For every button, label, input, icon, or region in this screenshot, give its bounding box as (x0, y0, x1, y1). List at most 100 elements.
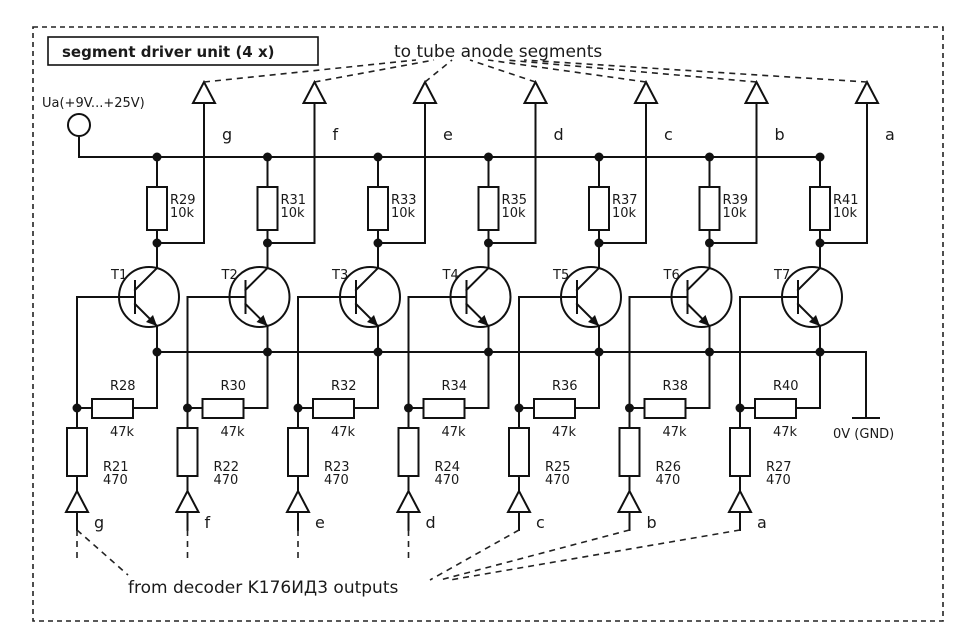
collector-resistor-name: R31 (281, 193, 307, 208)
base-resistor-value: 47k (442, 425, 467, 440)
emitter-arrow (477, 315, 489, 326)
base-resistor (422, 398, 466, 419)
collector-resistor-name: R41 (833, 193, 859, 208)
base-resistor (754, 398, 797, 419)
transistor-collector (796, 266, 822, 292)
decoder-input-terminal (506, 488, 532, 513)
top-caption: to tube anode segments (394, 42, 602, 62)
supply-label: Ua(+9V...+25V) (42, 96, 145, 111)
input-resistor (66, 427, 88, 477)
collector-resistor (256, 186, 279, 231)
anode-segment-label: e (443, 125, 453, 144)
transistor-collector (354, 266, 380, 292)
decoder-input-terminal (285, 488, 311, 513)
transistor-name: T5 (552, 268, 569, 283)
transistor-collector (133, 266, 159, 292)
emitter-arrow (146, 315, 157, 326)
input-resistor (729, 427, 751, 477)
base-resistor-name: R36 (552, 379, 578, 394)
anode-connector-line (203, 59, 417, 83)
anode-connector-line (314, 59, 435, 83)
collector-resistor (146, 186, 168, 231)
decoder-connector-line (449, 529, 741, 581)
bottom-caption: from decoder K176ИД3 outputs (128, 578, 398, 598)
base-resistor (201, 398, 245, 419)
transistor-collector (244, 266, 269, 292)
base-resistor (91, 398, 134, 419)
collector-resistor-name: R39 (723, 193, 749, 208)
base-resistor-name: R40 (773, 379, 799, 394)
anode-connector-line (505, 59, 757, 83)
anode-output-terminal (412, 79, 438, 104)
anode-connector-line (469, 59, 536, 83)
transistor-name: T2 (221, 268, 238, 283)
collector-resistor-value: 10k (170, 206, 195, 221)
input-resistor (176, 427, 199, 477)
emitter-arrow (698, 315, 710, 326)
input-resistor-name: R21 (103, 460, 129, 475)
collector-resistor-value: 10k (502, 206, 527, 221)
unit-boundary (32, 26, 944, 622)
input-segment-label: c (536, 513, 545, 532)
anode-connector-line (487, 59, 647, 83)
input-segment-label: e (315, 513, 325, 532)
input-resistor-name: R26 (656, 460, 682, 475)
collector-resistor (809, 186, 831, 231)
transistor-name: T7 (773, 268, 790, 283)
base-resistor-name: R32 (331, 379, 357, 394)
base-resistor-value: 47k (663, 425, 688, 440)
input-segment-label: a (757, 513, 767, 532)
base-resistor-name: R28 (110, 379, 136, 394)
anode-connector-line (424, 59, 453, 83)
base-resistor-value: 47k (331, 425, 356, 440)
input-resistor-name: R24 (435, 460, 461, 475)
base-resistor-value: 47k (221, 425, 246, 440)
transistor-collector (686, 266, 711, 292)
collector-resistor-name: R33 (391, 193, 417, 208)
input-resistor-value: 470 (214, 473, 239, 488)
input-resistor-name: R27 (766, 460, 792, 475)
transistor-name: T1 (110, 268, 127, 283)
base-resistor-value: 47k (552, 425, 577, 440)
anode-segment-label: f (333, 125, 339, 144)
anode-segment-label: b (775, 125, 785, 144)
input-segment-label: b (647, 513, 657, 532)
base-resistor (533, 398, 576, 419)
supply-terminal (67, 113, 91, 137)
decoder-input-terminal (616, 488, 643, 513)
decoder-input-terminal (395, 488, 422, 513)
collector-resistor (698, 186, 721, 231)
input-resistor-value: 470 (766, 473, 791, 488)
input-resistor (508, 427, 530, 477)
anode-output-terminal (854, 79, 880, 104)
decoder-connector-line (439, 529, 630, 581)
unit-title: segment driver unit (4 x) (62, 43, 275, 61)
anode-output-terminal (633, 79, 659, 104)
emitter-arrow (256, 315, 268, 326)
input-resistor (618, 427, 641, 477)
input-segment-label: g (94, 513, 104, 532)
base-resistor-name: R34 (442, 379, 468, 394)
collector-resistor-value: 10k (281, 206, 306, 221)
anode-segment-label: d (554, 125, 564, 144)
base-resistor (643, 398, 687, 419)
base-resistor (312, 398, 355, 419)
input-resistor-value: 470 (324, 473, 349, 488)
title-box (47, 36, 319, 66)
base-resistor-name: R30 (221, 379, 247, 394)
input-resistor-value: 470 (545, 473, 570, 488)
input-resistor (397, 427, 420, 477)
input-resistor-name: R23 (324, 460, 350, 475)
emitter-arrow (367, 315, 378, 326)
base-resistor-value: 47k (110, 425, 135, 440)
anode-output-terminal (191, 79, 217, 104)
decoder-connector-line (429, 529, 520, 581)
decoder-input-terminal (727, 488, 753, 513)
transistor-collector (465, 266, 490, 292)
anode-output-terminal (522, 79, 549, 104)
anode-connector-line (523, 59, 868, 83)
anode-segment-label: a (885, 125, 895, 144)
input-segment-label: f (205, 513, 211, 532)
decoder-connector-line (76, 529, 129, 576)
